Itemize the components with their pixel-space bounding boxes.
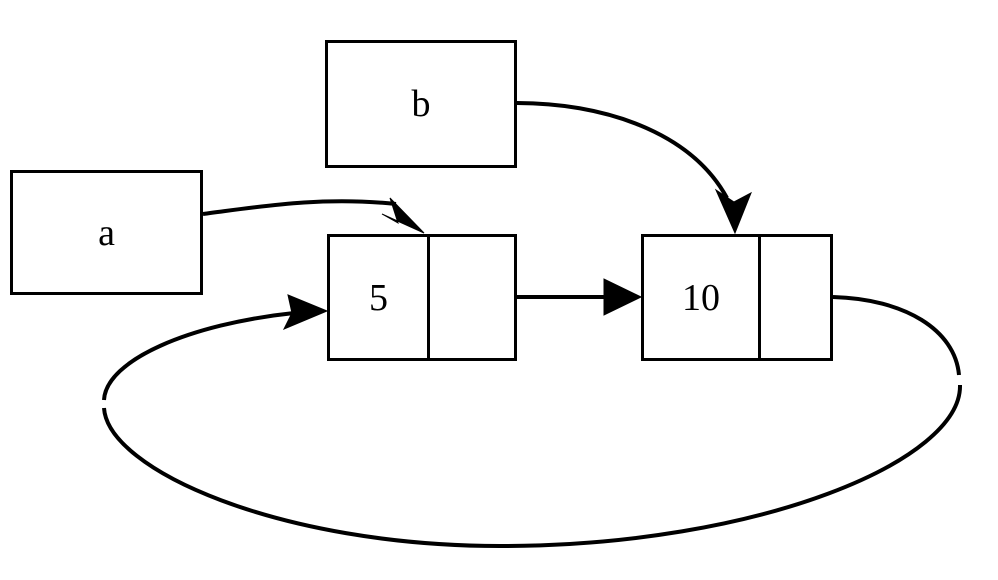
variable-box-b: b [325, 40, 517, 168]
list-node-5-value: 5 [369, 276, 388, 319]
list-node-10-value: 10 [682, 276, 720, 319]
edge-b-to-node10 [516, 101, 752, 235]
edge-node5-next-to-node10 [517, 278, 643, 316]
list-node-10: 10 [641, 234, 833, 361]
variable-box-a: a [10, 170, 203, 295]
list-node-5-value-cell: 5 [330, 237, 427, 358]
variable-label-a: a [98, 211, 115, 254]
variable-label-b: b [411, 83, 431, 125]
list-node-10-value-cell: 10 [644, 237, 758, 358]
list-node-5: 5 [327, 234, 517, 361]
list-node-5-next-cell [427, 237, 514, 358]
list-node-10-next-cell [758, 237, 830, 358]
edge-a-to-node5 [202, 197, 425, 234]
